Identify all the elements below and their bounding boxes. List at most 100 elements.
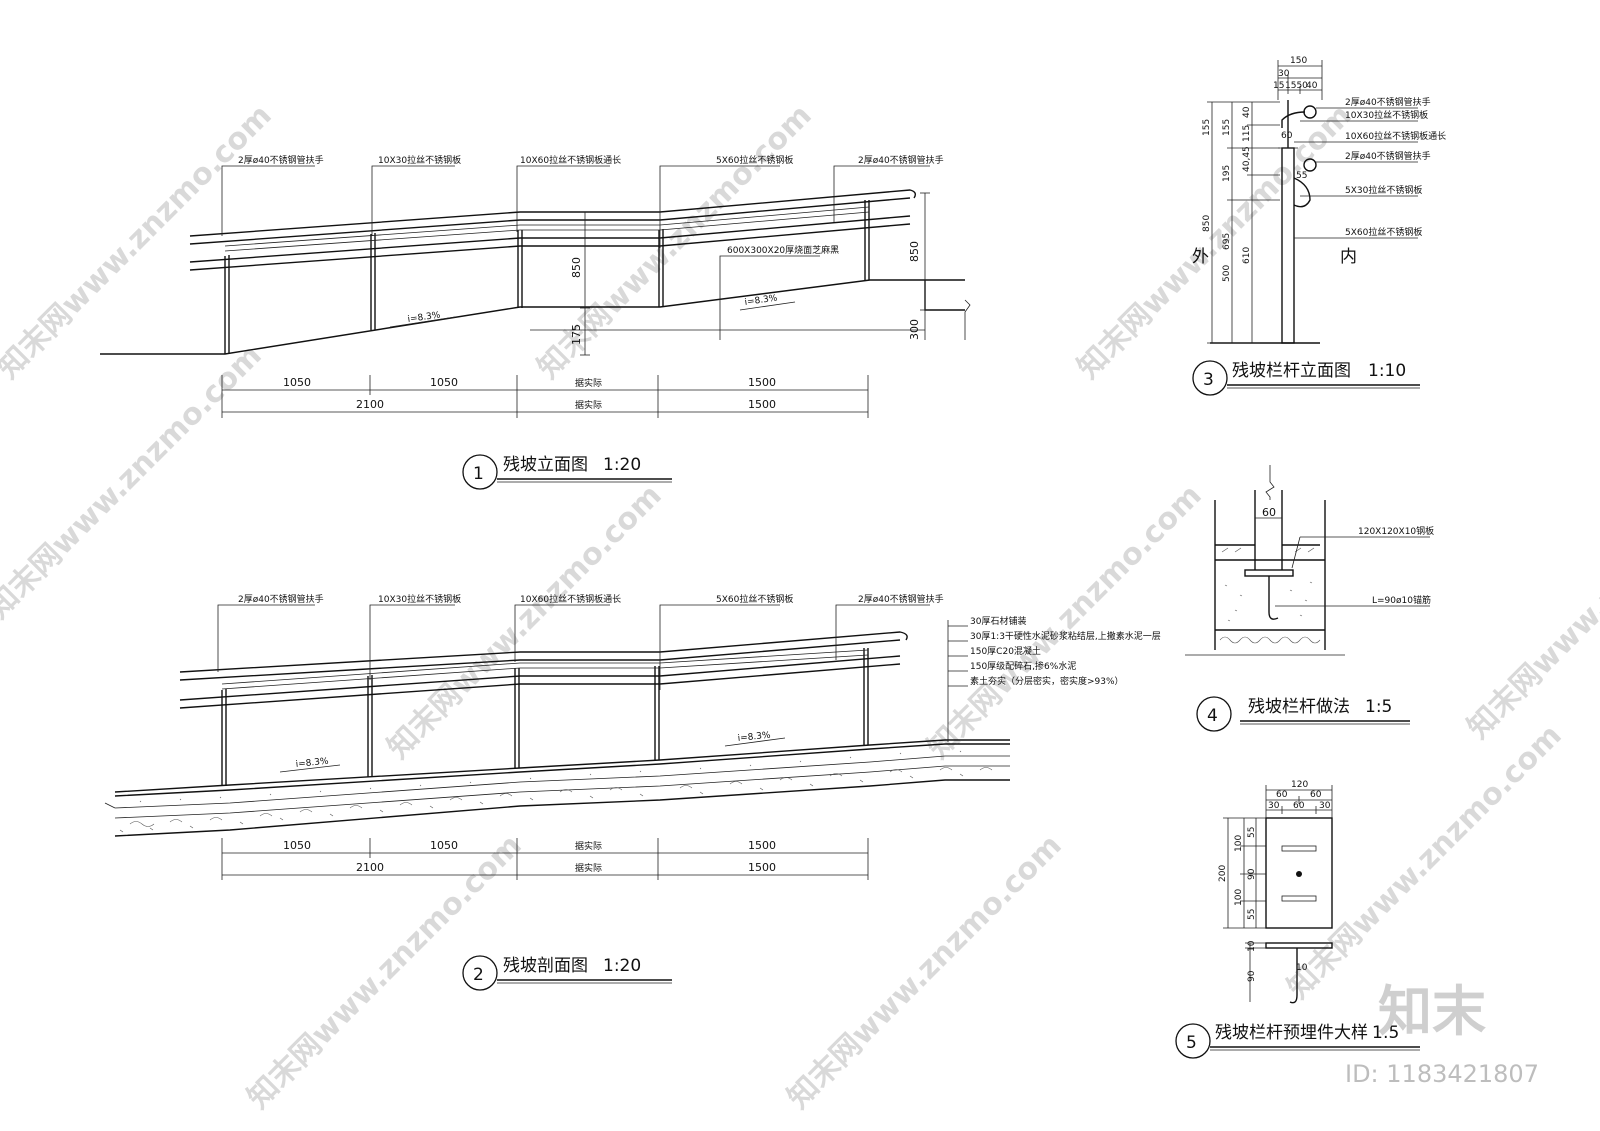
outside-label: 外	[1192, 247, 1209, 267]
slope-label: i=8.3%	[407, 310, 441, 325]
dim-text: 60	[1276, 790, 1288, 800]
label-handrail: 2厚ø40不锈钢管扶手	[1345, 96, 1431, 108]
dim-text: 90	[1247, 970, 1257, 982]
view-number: 5	[1186, 1033, 1197, 1053]
dim-text: 1500	[748, 861, 776, 874]
label-flat-bar: 10X30拉丝不锈钢板	[378, 154, 461, 166]
label-continuous-bar: 10X60拉丝不锈钢板通长	[520, 593, 621, 605]
label-post-plate: 5X60拉丝不锈钢板	[716, 154, 793, 166]
watermark-text: 知末网www.znzmo.com	[381, 478, 669, 766]
view1-elevation: 2厚ø40不锈钢管扶手 10X30拉丝不锈钢板 10X60拉丝不锈钢板通长 5X…	[100, 154, 971, 490]
view3-railing-elevation: 150 30 15 1550 40 155 850 155 195 695 50…	[1192, 56, 1446, 396]
dim-175: 175	[570, 324, 583, 345]
view2-section: 2厚ø40不锈钢管扶手 10X30拉丝不锈钢板 10X60拉丝不锈钢板通长 5X…	[104, 593, 1161, 991]
dim-text: 100	[1234, 835, 1244, 852]
label-continuous-bar: 10X60拉丝不锈钢板通长	[520, 154, 621, 166]
dim-text: 195	[1222, 165, 1232, 182]
dim-text: 据实际	[575, 399, 602, 411]
label-paving: 600X300X20厚烧面芝麻黑	[727, 244, 839, 256]
image-id: ID: 1183421807	[1345, 1060, 1539, 1088]
label-flat-bar: 10X30拉丝不锈钢板	[378, 593, 461, 605]
dim-text: 100	[1234, 889, 1244, 906]
view-title: 残坡栏杆立面图	[1232, 361, 1351, 381]
dim-text: 2100	[356, 861, 384, 874]
layer-label: 30厚1:3干硬性水泥砂浆粘结层,上撒素水泥一层	[970, 630, 1161, 642]
dim-text: 55	[1247, 827, 1257, 838]
dim-text: 30	[1268, 801, 1280, 811]
view-number: 1	[473, 464, 484, 484]
dim-text: 150	[1290, 56, 1307, 66]
dim-text: 据实际	[575, 840, 602, 852]
label-post-plate: 5X60拉丝不锈钢板	[716, 593, 793, 605]
dim-text: 60	[1293, 801, 1305, 811]
dim-text: 695	[1222, 233, 1232, 250]
label-handrail: 2厚ø40不锈钢管扶手	[1345, 150, 1431, 162]
view-title: 残坡栏杆做法	[1248, 697, 1350, 717]
dim-text: 1550	[1285, 81, 1308, 91]
dim-text: 500	[1222, 265, 1232, 282]
view4-railing-detail: 60 120X120X10钢板 L=90ø10锚筋 4 残坡栏杆做法 1:5	[1185, 465, 1434, 732]
dim-text: 40	[1242, 106, 1252, 118]
dim-text: 155	[1202, 119, 1212, 136]
dim-300: 300	[908, 319, 921, 340]
dim-text: 1050	[430, 839, 458, 852]
dim-text: 90	[1247, 868, 1257, 880]
dim-text: 120	[1291, 780, 1308, 790]
dim-text: 115	[1242, 125, 1252, 142]
dim-text: 15	[1273, 81, 1284, 91]
dim-text: 据实际	[575, 862, 602, 874]
dim-text: 1500	[748, 398, 776, 411]
view5-embedded-part: 120 60 60 30 60 30 200 55 100 90 100 55 …	[1175, 780, 1420, 1059]
dim-text: 30	[1319, 801, 1331, 811]
watermark-text: 知末网www.znzmo.com	[0, 98, 279, 386]
view-scale: 1:5	[1372, 1023, 1399, 1043]
watermark-text: 知末网www.znzmo.com	[1461, 458, 1600, 746]
dim-text: 2100	[356, 398, 384, 411]
label-flat-bar: 10X30拉丝不锈钢板	[1345, 109, 1428, 121]
dim-text: 据实际	[575, 377, 602, 389]
dim-text: 1500	[748, 839, 776, 852]
dim-850: 850	[570, 257, 583, 278]
dim-text: 200	[1218, 865, 1228, 882]
label-steel-plate: 120X120X10钢板	[1358, 525, 1434, 537]
dim-text: 60	[1310, 790, 1322, 800]
inside-label: 内	[1340, 247, 1357, 267]
slope-label: i=8.3%	[295, 757, 329, 770]
label-plate: 5X30拉丝不锈钢板	[1345, 184, 1422, 196]
dim-text: 40	[1306, 81, 1318, 91]
dim-text: 55	[1247, 909, 1257, 920]
layer-label: 素土夯实（分层密实，密实度>93%）	[970, 675, 1124, 687]
dim-text: 60	[1281, 131, 1293, 141]
view-title: 残坡栏杆预埋件大样	[1215, 1023, 1368, 1043]
label-handrail: 2厚ø40不锈钢管扶手	[858, 593, 944, 605]
dim-text: 850	[1202, 215, 1212, 232]
layer-label: 150厚C20混凝土	[970, 645, 1041, 657]
brand-logo-text: 知末	[1378, 980, 1486, 1043]
view-scale: 1:5	[1365, 697, 1392, 717]
label-handrail: 2厚ø40不锈钢管扶手	[858, 154, 944, 166]
dim-text: 1050	[430, 376, 458, 389]
view-scale: 1:20	[603, 956, 641, 976]
view-scale: 1:20	[603, 455, 641, 475]
dim-text: 10	[1296, 963, 1308, 973]
dim-text: 1050	[283, 376, 311, 389]
slope-label: i=8.3%	[744, 293, 778, 308]
watermark-text: 知末网www.znzmo.com	[921, 478, 1209, 766]
view-number: 4	[1207, 706, 1218, 726]
view-title: 残坡立面图	[503, 455, 588, 475]
watermark-text: 知末网www.znzmo.com	[1281, 718, 1569, 1006]
dim-850: 850	[908, 241, 921, 262]
dim-text: 55	[1296, 171, 1307, 181]
label-handrail: 2厚ø40不锈钢管扶手	[238, 593, 324, 605]
dim-text: 10	[1247, 940, 1257, 952]
slope-label: i=8.3%	[737, 731, 771, 744]
watermark-text: 知末网www.znzmo.com	[0, 338, 269, 626]
view-scale: 1:10	[1368, 361, 1406, 381]
dim-text: 155	[1222, 119, 1232, 136]
label-continuous-bar: 10X60拉丝不锈钢板通长	[1345, 130, 1446, 142]
label-plate: 5X60拉丝不锈钢板	[1345, 226, 1422, 238]
view-title: 残坡剖面图	[503, 956, 588, 976]
label-handrail: 2厚ø40不锈钢管扶手	[238, 154, 324, 166]
label-anchor: L=90ø10锚筋	[1372, 594, 1431, 606]
